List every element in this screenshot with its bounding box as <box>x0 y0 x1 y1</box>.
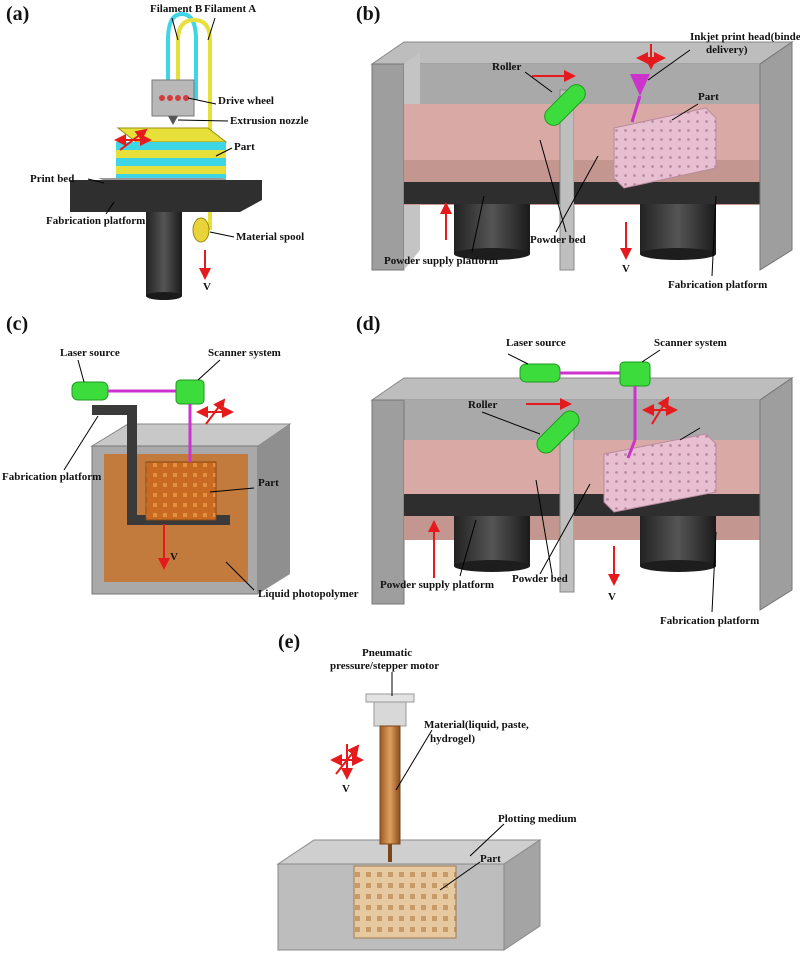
label-roller-d: Roller <box>468 399 497 411</box>
label-material-line1: Material(liquid, paste, <box>424 719 529 731</box>
panel-a-tag: (a) <box>6 3 29 25</box>
label-laser-source-d: Laser source <box>506 337 566 349</box>
left-wall-b <box>371 63 405 271</box>
scanner-system-icon-d <box>619 361 651 387</box>
label-scanner-system-d: Scanner system <box>654 337 727 349</box>
label-plotting-medium: Plotting medium <box>498 813 577 825</box>
powder-piston-d <box>454 516 530 566</box>
label-inkjet-line1: Inkjet print head(binder <box>690 31 800 43</box>
powder-supply-b <box>404 104 568 160</box>
syringe-barrel <box>379 725 401 845</box>
label-v-d: V <box>608 591 616 603</box>
laser-source-icon <box>71 381 109 401</box>
label-part-c: Part <box>258 477 279 489</box>
panel-d-tag: (d) <box>356 313 380 335</box>
label-fabrication-platform-d: Fabrication platform <box>660 615 759 627</box>
label-liquid-photopolymer: Liquid photopolymer <box>258 588 359 600</box>
label-powder-supply-d: Powder supply platform <box>380 579 494 591</box>
fabrication-piston-d <box>640 516 716 566</box>
drive-wheel-icon <box>167 95 173 101</box>
label-v-b: V <box>622 263 630 275</box>
filament-a-loop <box>176 17 212 230</box>
panel-e-tag: (e) <box>278 631 300 653</box>
label-part-a: Part <box>234 141 255 153</box>
panel-d: (d) <box>356 313 794 627</box>
panel-e: (e) Pneumatic pressure/stepper motor Mat… <box>276 631 577 951</box>
powder-supply-d <box>404 440 568 496</box>
label-inkjet-line2: delivery) <box>706 44 748 56</box>
panel-b: (b) <box>356 3 800 291</box>
label-material-spool: Material spool <box>236 231 304 243</box>
laser-source-icon-d <box>519 363 561 383</box>
part-block-b <box>613 107 717 189</box>
part-block-e <box>353 865 457 939</box>
label-roller-b: Roller <box>492 61 521 73</box>
drive-wheel-icon <box>175 95 181 101</box>
label-part-b: Part <box>698 91 719 103</box>
label-fabrication-platform-b: Fabrication platform <box>668 279 767 291</box>
label-powder-bed-d: Powder bed <box>512 573 568 585</box>
label-v-a: V <box>203 281 211 293</box>
panel-c: (c) Laser source Scanner system Fabricat… <box>2 313 359 600</box>
label-pneumatic-line2: pressure/stepper motor <box>330 660 439 672</box>
middle-wall-d <box>559 423 575 593</box>
filament-b-loop <box>166 11 198 100</box>
left-wall-d <box>371 399 405 605</box>
extrusion-nozzle-shape <box>168 116 178 125</box>
panel-a: (a) <box>6 3 309 300</box>
part-stack-a <box>116 127 228 182</box>
panel-c-tag: (c) <box>6 313 28 335</box>
label-filament-b: Filament B <box>150 3 203 15</box>
label-pneumatic-line1: Pneumatic <box>362 647 412 659</box>
label-scanner-system-c: Scanner system <box>208 347 281 359</box>
label-powder-bed-b: Powder bed <box>530 234 586 246</box>
label-drive-wheel: Drive wheel <box>218 95 274 107</box>
label-powder-supply-b: Powder supply platform <box>384 255 498 267</box>
label-v-e: V <box>342 783 350 795</box>
label-print-bed: Print bed <box>30 173 74 185</box>
scanner-system-icon <box>175 379 205 405</box>
label-v-c: V <box>170 551 178 563</box>
roller-b <box>544 84 586 126</box>
label-laser-source-c: Laser source <box>60 347 120 359</box>
fabrication-piston-b <box>640 204 716 254</box>
label-fabrication-platform-a: Fabrication platform <box>46 215 145 227</box>
part-block-c <box>145 461 217 521</box>
material-spool-icon <box>192 217 210 243</box>
inkjet-head-icon <box>630 74 650 96</box>
powder-piston-b <box>454 204 530 254</box>
fabrication-platform-shape-a <box>70 180 262 212</box>
label-material-line2: hydrogel) <box>430 733 475 745</box>
label-extrusion-nozzle: Extrusion nozzle <box>230 115 309 127</box>
drive-wheel-icon <box>159 95 165 101</box>
syringe-cap <box>365 693 415 703</box>
platform-column-a <box>146 212 182 296</box>
label-fabrication-platform-c: Fabrication platform <box>2 471 101 483</box>
panel-b-tag: (b) <box>356 3 380 25</box>
roller-d <box>536 410 580 454</box>
label-part-e: Part <box>480 853 501 865</box>
part-block-d <box>603 433 717 513</box>
drive-wheel-icon <box>183 95 189 101</box>
label-filament-a: Filament A <box>204 3 256 15</box>
